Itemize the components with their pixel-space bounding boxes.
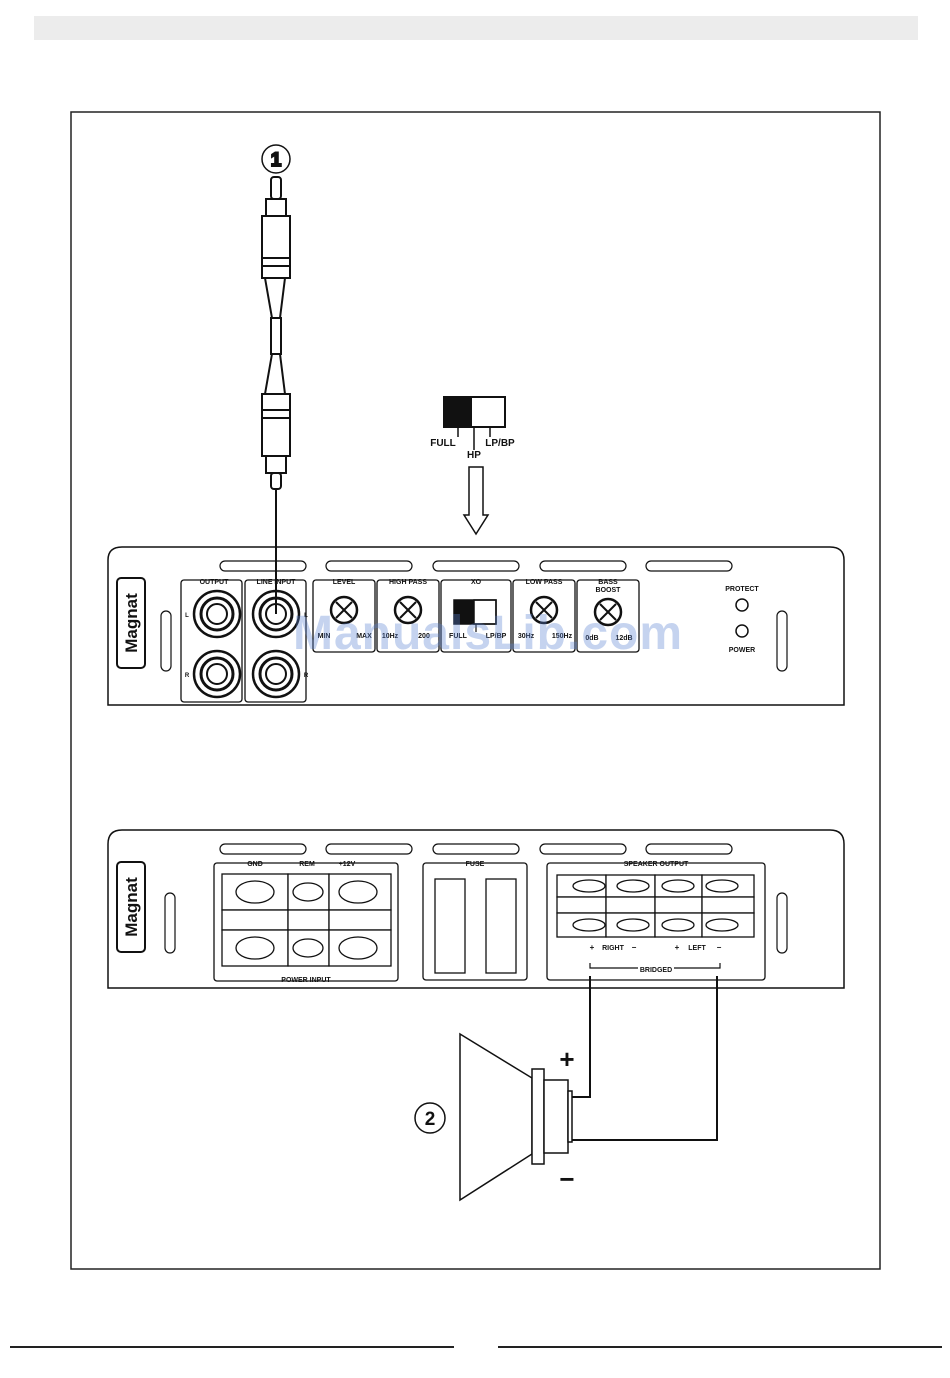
label-level: LEVEL (333, 579, 356, 586)
right-plus: + (590, 943, 595, 952)
right-minus: − (632, 943, 637, 952)
lp-min: 30Hz (518, 633, 535, 640)
label-bridged: BRIDGED (640, 967, 672, 974)
fuse-1 (435, 879, 465, 973)
line-input-jack-r (253, 651, 299, 697)
label-rem: REM (299, 861, 315, 868)
down-arrow-icon (464, 467, 488, 534)
output-jack-l (194, 591, 240, 637)
bb-max: 12dB (615, 635, 632, 642)
speaker-terminal-block (557, 875, 754, 937)
speaker-minus-label: − (559, 1164, 574, 1194)
label-power-input: POWER INPUT (281, 977, 331, 984)
label-power: POWER (729, 647, 755, 654)
callout-2: 2 (425, 1109, 436, 1130)
lp-max: 150Hz (552, 633, 573, 640)
xo-lpbp: LP/BP (486, 633, 507, 640)
footer-rule-left (10, 1346, 454, 1348)
speaker-wires (571, 976, 717, 1140)
amp-rear-panel: Magnat GND REM +12V POWER INPUT FUSE (108, 830, 844, 988)
xo-full: FULL (449, 633, 468, 640)
label-speaker-output: SPEAKER OUTPUT (624, 861, 689, 868)
hp-max: 200 (418, 633, 430, 640)
power-led (736, 625, 748, 637)
left-minus: − (717, 943, 722, 952)
legend-hp: HP (467, 450, 481, 461)
label-12v: +12V (339, 861, 356, 868)
label-boost: BOOST (596, 587, 622, 594)
brand-name-rear: Magnat (122, 877, 141, 937)
speaker (460, 1034, 572, 1200)
label-protect: PROTECT (725, 586, 759, 593)
label-fuse: FUSE (466, 861, 485, 868)
output-jack-r (194, 651, 240, 697)
level-max: MAX (356, 633, 372, 640)
left-plus: + (675, 943, 680, 952)
side-label-r2: R (304, 673, 309, 679)
speaker-plus-label: + (559, 1044, 574, 1074)
callout-1: 1 (271, 150, 282, 171)
side-label-r: R (185, 673, 190, 679)
bb-min: 0dB (585, 635, 598, 642)
label-gnd: GND (247, 861, 263, 868)
hp-min: 10Hz (382, 633, 399, 640)
label-right: RIGHT (602, 945, 625, 952)
fuse-2 (486, 879, 516, 973)
level-knob (331, 597, 357, 623)
legend-lpbp: LP/BP (485, 438, 515, 449)
side-label-l: L (185, 613, 189, 619)
label-xo: XO (471, 579, 482, 586)
label-left: LEFT (688, 945, 706, 952)
amp-front-panel: Magnat OUTPUT L R LINE INPUT L (108, 547, 844, 705)
footer-rule-right (498, 1346, 942, 1348)
label-low-pass: LOW PASS (526, 579, 563, 586)
label-output: OUTPUT (200, 579, 230, 586)
side-label-l2: L (304, 613, 308, 619)
legend-full: FULL (430, 438, 456, 449)
protect-led (736, 599, 748, 611)
label-high-pass: HIGH PASS (389, 579, 427, 586)
label-bass: BASS (598, 579, 618, 586)
power-terminal-block (222, 874, 391, 966)
low-pass-knob (531, 597, 557, 623)
high-pass-knob (395, 597, 421, 623)
bass-boost-knob (595, 599, 621, 625)
level-min: MIN (318, 633, 331, 640)
brand-name: Magnat (122, 593, 141, 653)
xo-switch-detail: FULL HP LP/BP (430, 397, 515, 534)
